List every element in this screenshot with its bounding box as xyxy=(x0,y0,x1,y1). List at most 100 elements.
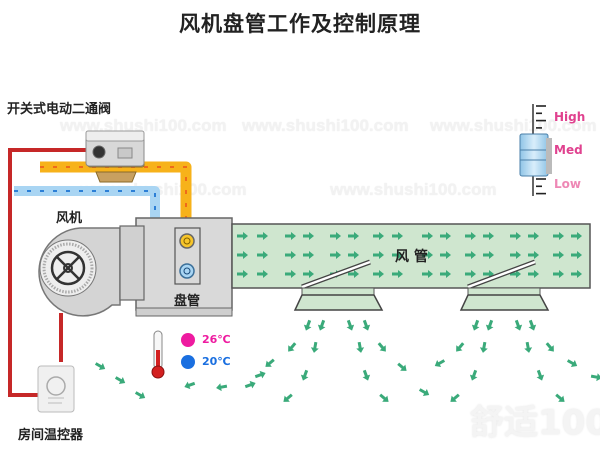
airflow-arrow xyxy=(362,319,371,331)
diagram-title: 风机盘管工作及控制原理 xyxy=(179,12,421,36)
airflow-arrow xyxy=(330,251,341,259)
airflow-arrow xyxy=(373,270,384,278)
airflow-arrow xyxy=(362,369,371,381)
airflow-arrow xyxy=(545,342,554,352)
airflow-arrow xyxy=(479,341,488,353)
airflow-arrow xyxy=(528,270,539,278)
airflow-arrow xyxy=(418,388,430,396)
airflow-arrow xyxy=(134,391,146,399)
airflow-arrow xyxy=(397,362,407,371)
airflow-arrow xyxy=(456,342,465,352)
airflow-arrow xyxy=(288,342,297,352)
airflow-arrow xyxy=(348,270,359,278)
fan-unit xyxy=(38,227,121,317)
airflow-arrow xyxy=(237,251,248,259)
cold-water-dot-icon xyxy=(181,355,195,369)
airflow-arrow xyxy=(440,232,451,240)
airflow-arrow xyxy=(285,251,296,259)
airflow-arrow xyxy=(571,251,582,259)
airflow-arrow xyxy=(216,383,228,392)
speed-option-low[interactable]: Low xyxy=(554,177,581,191)
airflow-arrow xyxy=(450,393,460,402)
duct-label: 风 管 xyxy=(395,249,428,265)
airflow-arrow xyxy=(244,380,256,389)
airflow-arrow xyxy=(303,232,314,240)
airflow-arrow xyxy=(392,270,403,278)
airflow-arrow xyxy=(434,359,446,367)
airflow-arrow xyxy=(510,251,521,259)
airflow-arrow xyxy=(346,319,355,331)
fan-label: 风机 xyxy=(56,211,83,226)
airflow-arrow xyxy=(422,251,433,259)
watermark-url: www.shushi100.com xyxy=(242,116,409,135)
airflow-arrow xyxy=(379,393,389,402)
airflow-arrow xyxy=(392,232,403,240)
speed-option-high[interactable]: High xyxy=(554,110,586,124)
watermark-url: www.shushi100.com xyxy=(60,116,227,135)
airflow-arrow xyxy=(471,319,480,331)
airflow-arrow xyxy=(257,270,268,278)
airflow-arrow xyxy=(356,341,365,353)
airflow-arrow xyxy=(422,232,433,240)
airflow-arrow xyxy=(553,270,564,278)
hot-water-dot-icon xyxy=(181,333,195,347)
airflow-arrow xyxy=(440,251,451,259)
airflow-arrow xyxy=(510,232,521,240)
airflow-arrow xyxy=(528,232,539,240)
airflow-arrow xyxy=(465,270,476,278)
airflow-arrow xyxy=(528,251,539,259)
airflow-arrow xyxy=(285,270,296,278)
thermometer-icon xyxy=(151,330,165,379)
airflow-arrow xyxy=(590,373,600,382)
airflow-arrow xyxy=(465,251,476,259)
cold-temperature-label: 20℃ xyxy=(202,355,231,368)
electric-two-way-valve xyxy=(85,130,145,183)
airflow-arrow xyxy=(392,251,403,259)
fan-speed-switch[interactable] xyxy=(519,104,552,196)
airflow-arrow xyxy=(553,232,564,240)
control-wire xyxy=(8,148,87,397)
airflow-arrow xyxy=(571,232,582,240)
airflow-arrow xyxy=(310,341,319,353)
watermark-url: www.shushi100.com xyxy=(330,180,497,199)
airflow-arrow xyxy=(348,251,359,259)
valve-label: 开关式电动二通阀 xyxy=(7,102,112,117)
diffuser-left xyxy=(293,259,384,311)
speed-option-med[interactable]: Med xyxy=(554,143,583,157)
airflow-arrow xyxy=(184,381,196,390)
watermark-logo: 舒适100 xyxy=(470,403,600,443)
airflow-arrow xyxy=(524,341,533,353)
airflow-arrow xyxy=(465,232,476,240)
airflow-arrow xyxy=(373,251,384,259)
airflow-arrow xyxy=(553,251,564,259)
airflow-arrow xyxy=(571,270,582,278)
watermark-url: www.shushi100.com xyxy=(430,116,597,135)
airflow-arrow xyxy=(422,270,433,278)
airflow-arrow xyxy=(528,319,537,331)
coil-label: 盘管 xyxy=(174,294,201,309)
airflow-arrow xyxy=(303,251,314,259)
airflow-arrow xyxy=(300,369,309,381)
airflow-arrow xyxy=(114,376,126,384)
diffuser-right xyxy=(459,259,550,311)
airflow-arrow xyxy=(555,393,565,402)
airflow-arrow xyxy=(469,369,478,381)
airflow-arrow xyxy=(440,270,451,278)
airflow-arrow xyxy=(317,319,326,331)
airflow-arrow xyxy=(257,232,268,240)
airflow-arrow xyxy=(257,251,268,259)
airflow-arrow xyxy=(254,370,266,379)
airflow-arrow xyxy=(94,362,106,370)
airflow-arrow xyxy=(373,232,384,240)
airflow-arrow xyxy=(483,232,494,240)
airflow-arrow xyxy=(265,358,275,367)
room-airflow-arrows xyxy=(94,319,600,402)
airflow-arrow xyxy=(237,232,248,240)
room-thermostat-device xyxy=(37,365,75,413)
airflow-arrow xyxy=(285,232,296,240)
airflow-arrow xyxy=(536,369,545,381)
airflow-arrow xyxy=(485,319,494,331)
thermostat-label: 房间温控器 xyxy=(18,428,84,443)
airflow-arrow xyxy=(303,270,314,278)
